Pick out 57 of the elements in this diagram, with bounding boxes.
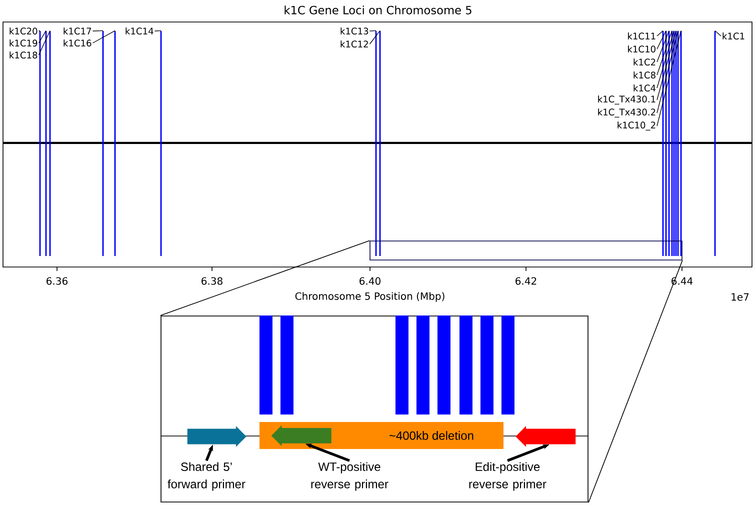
- gene-label: k1C12: [340, 40, 368, 48]
- gene-label: k1C18: [10, 51, 38, 58]
- gene-label: k1C1: [722, 32, 744, 40]
- leader-line: [92, 30, 116, 44]
- leader-line: [38, 30, 46, 44]
- leader-line: [656, 30, 670, 62]
- leader-line: [38, 30, 50, 56]
- gene-label: k1C_Tx430.1: [598, 95, 656, 104]
- gene-label: k1C20: [10, 27, 38, 34]
- gene-label: k1C14: [126, 27, 154, 34]
- leader-line: [656, 30, 678, 114]
- inset-box: [160, 315, 589, 503]
- primer-arrow: [516, 426, 576, 447]
- gene-bar: [480, 315, 494, 414]
- gene-label: k1C17: [64, 27, 92, 34]
- gene-label: k1C10_2: [618, 121, 656, 130]
- leader-line: [369, 30, 376, 32]
- gene-bar: [501, 315, 514, 414]
- axis-label: Chromosome 5 Position (Mbp): [295, 292, 444, 302]
- tick-label: 6.40: [360, 277, 380, 285]
- tick-label: 6.38: [202, 277, 222, 285]
- gene-label: k1C2: [634, 58, 656, 66]
- axis-multiplier: 1e7: [732, 293, 749, 301]
- gene-label: k1C16: [64, 39, 92, 46]
- tick-label: 6.42: [516, 277, 536, 285]
- primer-arrow: [271, 425, 332, 446]
- leader-line: [656, 30, 666, 50]
- primer-label: WT-positive reverse primer: [311, 462, 388, 491]
- leader-line: [369, 30, 380, 44]
- tick-label: 6.36: [46, 277, 68, 285]
- gene-bar: [259, 315, 272, 414]
- leader-line: [154, 30, 162, 32]
- primer-label: Edit-positive reverse primer: [469, 462, 546, 491]
- leader-line: [656, 30, 672, 76]
- leader-line: [656, 30, 674, 88]
- gene-bar: [459, 315, 472, 414]
- primer-label: Shared 5’ forward primer: [168, 462, 246, 491]
- gene-label: k1C11: [628, 32, 656, 40]
- title: k1C Gene Loci on Chromosome 5: [284, 6, 472, 14]
- leader-line: [92, 30, 104, 32]
- gene-label: k1C_Tx430.2: [598, 108, 656, 118]
- gene-bar: [416, 315, 430, 414]
- gene-label: k1C10: [628, 45, 656, 52]
- gene-label: k1C4: [634, 84, 656, 92]
- gene-label: k1C8: [634, 71, 656, 78]
- gene-bar: [395, 315, 408, 414]
- gene-label: k1C19: [10, 39, 38, 46]
- zoom-rectangle: [370, 240, 682, 260]
- gene-bar: [280, 315, 294, 414]
- gene-bar: [437, 315, 450, 414]
- leader-line: [38, 30, 40, 32]
- primer-arrow: [187, 426, 246, 447]
- leader-line: [656, 30, 682, 126]
- leader-line: [714, 30, 722, 36]
- gene-label: k1C13: [340, 27, 368, 34]
- leader-line: [656, 30, 664, 36]
- leader-line: [656, 30, 676, 100]
